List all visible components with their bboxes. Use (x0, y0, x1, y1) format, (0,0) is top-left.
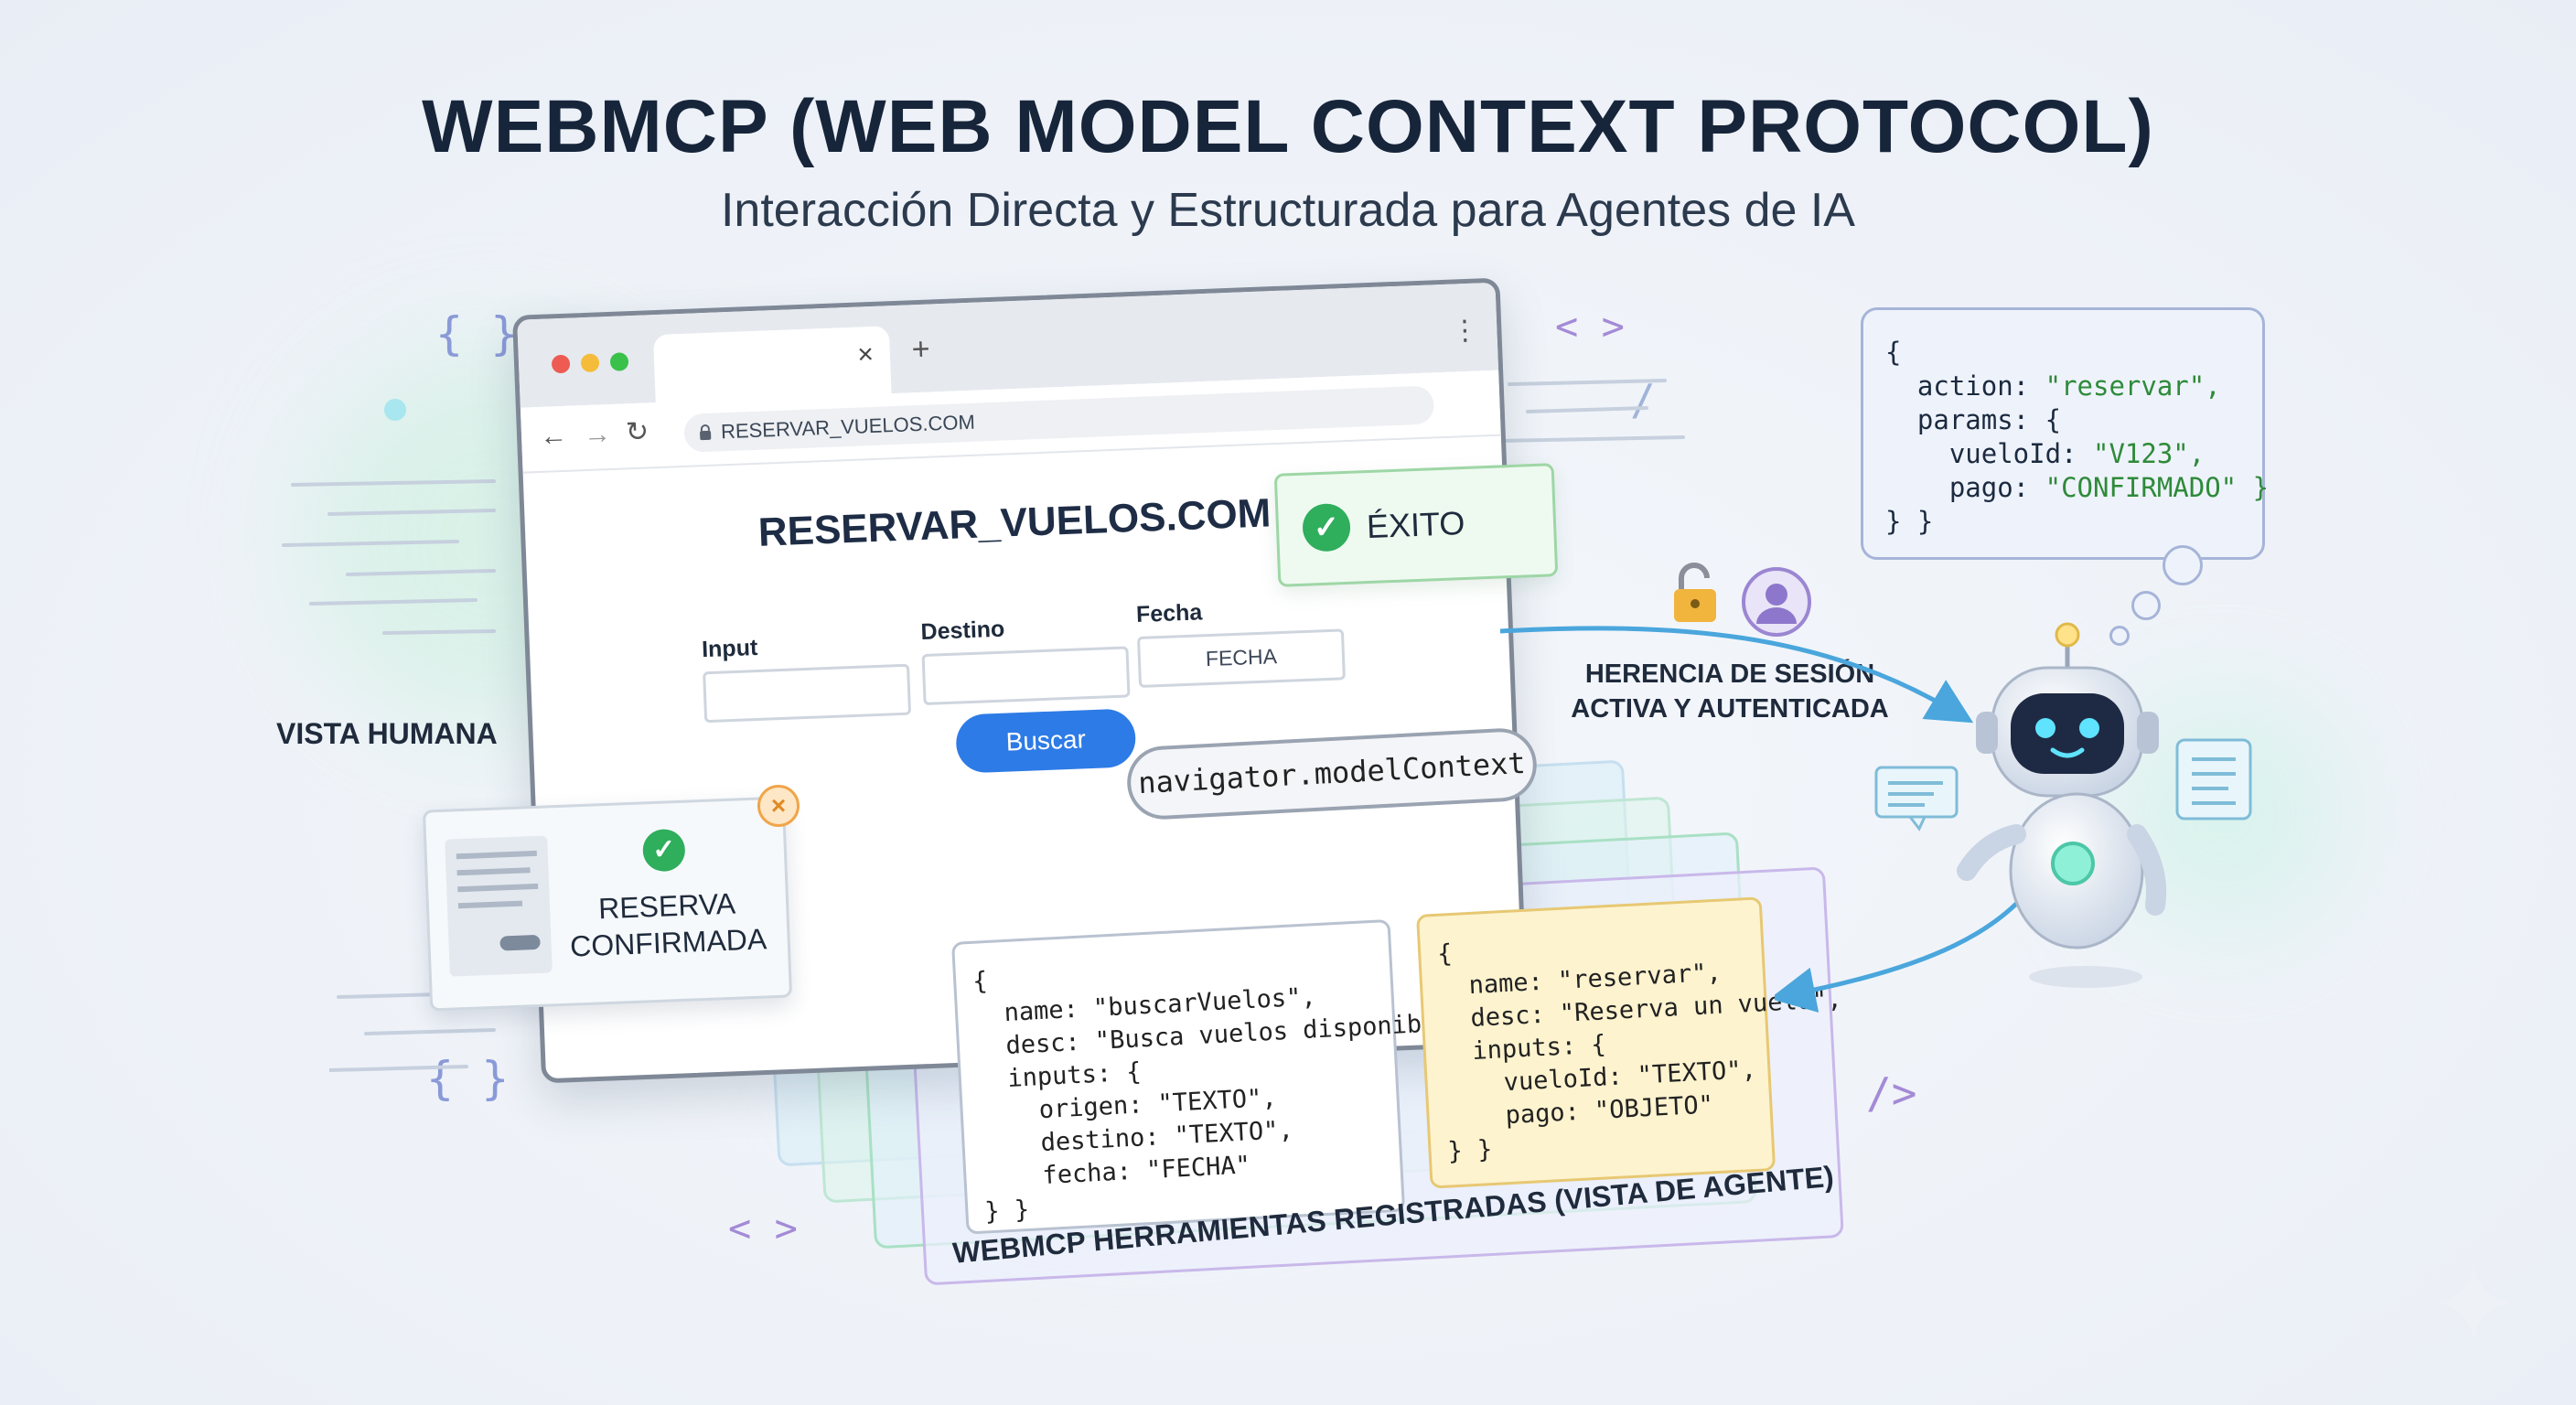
code-line: params: { (1885, 404, 2062, 435)
menu-icon[interactable]: ⋮ (1450, 315, 1480, 347)
success-badge: ✓ ÉXITO (1273, 463, 1559, 587)
booking-line2: CONFIRMADA (569, 922, 767, 963)
code-line: action: (1885, 370, 2045, 402)
code-string: "CONFIRMADO" } (2045, 472, 2270, 503)
code-line: } } (1885, 506, 1934, 537)
thought-bubble-dot (2163, 545, 2203, 585)
braces-icon: { } (426, 1052, 510, 1105)
session-label-line2: ACTIVA Y AUTENTICADA (1571, 694, 1889, 724)
address-bar: ← → ↻ RESERVAR_VUELOS.COM (520, 370, 1501, 474)
destino-label: Destino (920, 616, 1005, 646)
browser-window: × + ⋮ ← → ↻ RESERVAR_VUELOS.COM RESERVAR… (512, 277, 1530, 1084)
url-text: RESERVAR_VUELOS.COM (720, 410, 976, 444)
unlocked-padlock-icon (1670, 560, 1722, 626)
human-view-label: VISTA HUMANA (276, 717, 498, 750)
sparkle-dot (384, 399, 406, 421)
code-string: "V123", (2092, 438, 2206, 469)
chat-bubble-icon (1874, 766, 1959, 831)
tool-card-buscar: { name: "buscarVuelos", desc: "Busca vue… (951, 918, 1497, 1235)
session-label-line1: HERENCIA DE SESIÓN (1584, 660, 1875, 689)
session-arrow (1499, 626, 1974, 724)
ai-agent-robot-icon (1957, 622, 2167, 988)
agent-action-bubble: { action: "reservar", params: { vueloId:… (1861, 307, 2269, 560)
code-line: { (1885, 337, 1902, 368)
date-input[interactable]: FECHA (1136, 628, 1346, 688)
lock-icon (700, 424, 712, 441)
success-label: ÉXITO (1366, 503, 1466, 546)
angle-brackets-icon: < > (1555, 304, 1625, 349)
close-window-icon[interactable] (551, 354, 571, 374)
document-icon (445, 835, 553, 977)
origin-input[interactable] (703, 663, 912, 724)
check-icon: ✓ (1302, 502, 1352, 552)
fecha-label: Fecha (1135, 599, 1203, 628)
url-field[interactable]: RESERVAR_VUELOS.COM (683, 385, 1435, 453)
back-icon[interactable]: ← (539, 420, 568, 452)
tool-card-reservar: { name: "reservar", desc: "Reserva un vu… (1416, 896, 1842, 1189)
search-button[interactable]: Buscar (955, 708, 1137, 774)
close-tab-icon[interactable]: × (856, 338, 875, 370)
browser-tab[interactable]: × (652, 326, 892, 403)
minimize-window-icon[interactable] (580, 353, 600, 373)
closing-tag-icon: /> (1866, 1068, 1917, 1118)
check-icon: ✓ (641, 828, 686, 873)
new-tab-icon[interactable]: + (911, 331, 931, 368)
thought-bubble-dot (2131, 591, 2161, 620)
booking-confirmed-card: ✓ RESERVA CONFIRMADA (422, 796, 793, 1012)
forward-icon[interactable]: → (583, 418, 612, 451)
motion-lines (1500, 379, 1685, 443)
document-bubble-icon (2175, 738, 2252, 820)
code-line: vueloId: (1885, 438, 2093, 469)
thought-bubble-dot (2109, 626, 2130, 646)
maximize-window-icon[interactable] (609, 352, 629, 371)
reload-icon[interactable]: ↻ (625, 416, 649, 448)
user-avatar-icon (1742, 567, 1811, 637)
page-subtitle: Interacción Directa y Estructurada para … (720, 184, 1855, 237)
page-title: WEBMCP (WEB MODEL CONTEXT PROTOCOL) (422, 85, 2154, 168)
input-label: Input (701, 634, 758, 663)
sparkle-icon (2433, 1262, 2514, 1343)
motion-lines (282, 479, 496, 635)
angle-brackets-icon: < > (728, 1206, 798, 1250)
code-line: pago: (1885, 472, 2045, 503)
braces-icon: { } (435, 307, 519, 360)
close-badge-icon[interactable]: × (757, 785, 800, 827)
slash-icon: / (1630, 375, 1656, 424)
destination-input[interactable] (921, 646, 1131, 706)
code-string: "reservar", (2045, 370, 2221, 402)
